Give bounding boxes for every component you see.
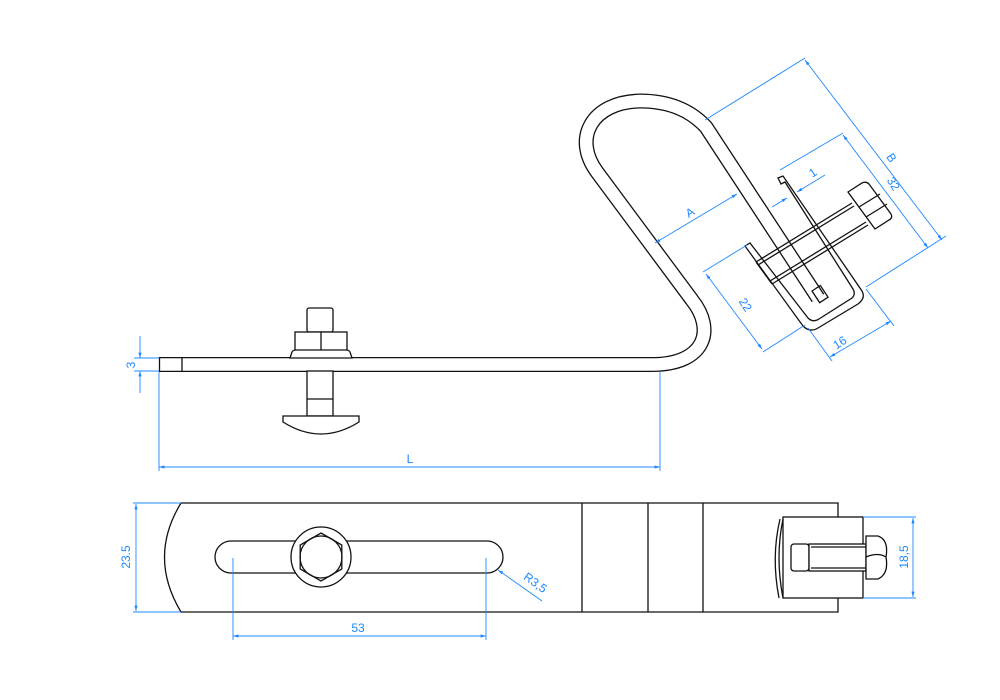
dim-length-label: L	[407, 452, 414, 466]
clamp-top-view	[774, 516, 888, 599]
adjustment-slot	[214, 540, 504, 574]
dimension-width: 23.5	[119, 502, 181, 613]
carriage-bolt-side-view	[282, 307, 360, 435]
dim-a-label: A	[683, 205, 697, 221]
dimension-gap-a: A	[654, 193, 738, 244]
dim-16-label: 16	[830, 333, 849, 352]
bracket-top-view	[163, 502, 839, 613]
dim-thickness-label: 3	[124, 361, 138, 368]
dim-b-label: B	[883, 151, 899, 165]
dimension-slot-length: 53	[232, 558, 487, 640]
dimension-thickness: 3	[124, 336, 159, 393]
dim-22-label: 22	[736, 295, 755, 314]
dimension-slot-radius: R3,5	[497, 569, 550, 602]
dimension-clamp-height: 18,5	[863, 516, 916, 599]
dim-32-label: 32	[884, 174, 903, 193]
dim-53-label: 53	[351, 621, 365, 635]
clamp-side-view	[744, 175, 893, 331]
dim-r3-5-label: R3,5	[521, 570, 550, 596]
bent-bracket-side-view	[158, 93, 825, 372]
hex-nut	[299, 532, 343, 582]
dim-18-5-label: 18,5	[897, 545, 911, 569]
dimension-length: L	[158, 372, 661, 471]
dim-23-5-label: 23.5	[119, 545, 133, 569]
dim-1-label: 1	[806, 165, 819, 181]
